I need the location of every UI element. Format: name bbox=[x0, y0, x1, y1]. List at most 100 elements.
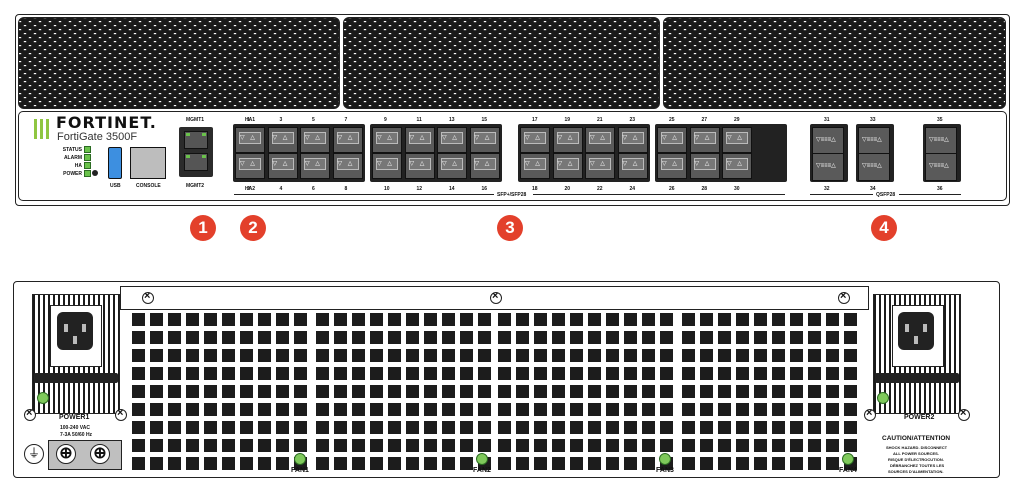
sfp-port-label: 23 bbox=[629, 117, 636, 123]
sfp-port-label: 4 bbox=[279, 186, 283, 192]
led-label-status: STATUS bbox=[62, 147, 82, 153]
sfp-port-14[interactable] bbox=[437, 153, 467, 179]
ha1-label: HA1 bbox=[245, 117, 256, 123]
qsfp-port-33[interactable] bbox=[858, 127, 890, 155]
sfp-port-7[interactable] bbox=[332, 127, 363, 153]
sfp-port-label: 10 bbox=[384, 186, 390, 192]
mgmt2-label: MGMT2 bbox=[186, 183, 205, 189]
top-plate-screw-center bbox=[490, 290, 502, 304]
sfp-group-label: SFP+/SFP28 bbox=[497, 192, 527, 198]
fan-grid-1 bbox=[132, 313, 310, 470]
ha-led bbox=[84, 162, 91, 169]
console-label: CONSOLE bbox=[136, 183, 161, 189]
qsfp-port-35[interactable] bbox=[925, 127, 957, 155]
qsfp-port-34[interactable] bbox=[858, 153, 890, 181]
caution-line-4: DÉBRANCHEZ TOUTES LES bbox=[890, 463, 945, 468]
psu2-handle[interactable] bbox=[875, 373, 959, 383]
sfp-port-5[interactable] bbox=[300, 127, 330, 153]
led-label-power: POWER bbox=[63, 171, 82, 177]
power-inlet-2[interactable] bbox=[898, 312, 934, 350]
callout-1: 1 bbox=[190, 215, 216, 241]
sfp-port-21[interactable] bbox=[585, 127, 615, 153]
psu1-screw-left bbox=[24, 407, 36, 421]
sfp-port-label: 3 bbox=[279, 117, 283, 123]
front-faceplate bbox=[18, 111, 1007, 201]
sfp-port-3[interactable] bbox=[267, 127, 298, 153]
sfp-port-15[interactable] bbox=[469, 127, 500, 153]
sfp-port-16[interactable] bbox=[469, 153, 500, 179]
model-name: FortiGate 3500F bbox=[57, 131, 138, 143]
fan2-led bbox=[476, 453, 488, 465]
qsfp-port-32[interactable] bbox=[812, 153, 844, 181]
power1-label: POWER1 bbox=[59, 414, 90, 421]
sfp-port-1[interactable] bbox=[235, 127, 265, 153]
fan2-label: FAN2 bbox=[473, 467, 491, 474]
alarm-led bbox=[84, 154, 91, 161]
console-port[interactable] bbox=[130, 147, 166, 179]
sfp-port-11[interactable] bbox=[404, 127, 435, 153]
qsfp-port-31[interactable] bbox=[812, 127, 844, 155]
caution-line-2: ALL POWER SOURCES. bbox=[893, 451, 939, 456]
sfp-port-20[interactable] bbox=[552, 153, 583, 179]
caution-line-1: SHOCK HAZARD. DISCONNECT bbox=[886, 445, 948, 450]
fortinet-logo-bars bbox=[34, 119, 52, 144]
callout-3: 3 bbox=[497, 215, 523, 241]
sfp-port-12[interactable] bbox=[404, 153, 435, 179]
sfp-port-2[interactable] bbox=[235, 153, 265, 179]
sfp-port-label: 13 bbox=[449, 117, 455, 123]
sfp-port-9[interactable] bbox=[372, 127, 402, 153]
fan3-led bbox=[659, 453, 671, 465]
status-led bbox=[84, 146, 91, 153]
caution-title: CAUTION/ATTENTION bbox=[882, 435, 951, 442]
mgmt2-port[interactable] bbox=[184, 153, 208, 171]
sfp-port-24[interactable] bbox=[617, 153, 648, 179]
qsfp-port-label: 36 bbox=[937, 186, 943, 192]
sfp-port-label: 9 bbox=[384, 117, 387, 123]
sfp-port-23[interactable] bbox=[617, 127, 648, 153]
caution-line-3: RISQUE D'ÉLECTROCUTION. bbox=[888, 457, 944, 462]
sfp-port-25[interactable] bbox=[657, 127, 687, 153]
sfp-port-label: 11 bbox=[416, 117, 422, 123]
sfp-port-26[interactable] bbox=[657, 153, 687, 179]
sfp-port-label: 7 bbox=[344, 117, 348, 123]
sfp-port-27[interactable] bbox=[689, 127, 720, 153]
sfp-port-30[interactable] bbox=[722, 153, 752, 179]
sfp-port-10[interactable] bbox=[372, 153, 402, 179]
sfp-port-label: 18 bbox=[532, 186, 538, 192]
sfp-port-label: 1 bbox=[247, 117, 250, 123]
fan4-led bbox=[842, 453, 854, 465]
sfp-port-22[interactable] bbox=[585, 153, 615, 179]
sfp-port-4[interactable] bbox=[267, 153, 298, 179]
psu1-handle[interactable] bbox=[34, 373, 118, 383]
qsfp-group-label: QSFP28 bbox=[876, 192, 896, 198]
psu1-screw-right bbox=[115, 407, 127, 421]
sfp-group-line-left bbox=[234, 194, 494, 195]
usb-port[interactable] bbox=[108, 147, 122, 179]
qsfp-port-label: 34 bbox=[870, 186, 876, 192]
qsfp-port-36[interactable] bbox=[925, 153, 957, 181]
ha2-label: HA2 bbox=[245, 186, 256, 192]
mgmt1-port[interactable] bbox=[184, 131, 208, 149]
sfp-port-19[interactable] bbox=[552, 127, 583, 153]
sfp-port-label: 30 bbox=[734, 186, 740, 192]
reset-button[interactable] bbox=[92, 170, 98, 176]
sfp-port-label: 24 bbox=[629, 186, 636, 192]
front-grille-left bbox=[18, 17, 340, 109]
power-inlet-1[interactable] bbox=[57, 312, 93, 350]
rear-top-plate bbox=[120, 286, 869, 310]
caution-line-5: SOURCES D'ALIMENTATION. bbox=[888, 469, 944, 474]
ground-screw-1[interactable]: ⊕ bbox=[56, 444, 76, 464]
sfp-port-label: 8 bbox=[344, 186, 348, 192]
ground-screw-2[interactable]: ⊕ bbox=[90, 444, 110, 464]
sfp-port-13[interactable] bbox=[437, 127, 467, 153]
sfp-port-label: 22 bbox=[597, 186, 603, 192]
sfp-port-6[interactable] bbox=[300, 153, 330, 179]
sfp-port-8[interactable] bbox=[332, 153, 363, 179]
fan1-label: FAN1 bbox=[291, 467, 309, 474]
sfp-port-29[interactable] bbox=[722, 127, 752, 153]
sfp-port-18[interactable] bbox=[520, 153, 550, 179]
sfp-port-28[interactable] bbox=[689, 153, 720, 179]
sfp-port-17[interactable] bbox=[520, 127, 550, 153]
mgmt1-label: MGMT1 bbox=[186, 117, 205, 123]
power2-label: POWER2 bbox=[904, 414, 935, 421]
